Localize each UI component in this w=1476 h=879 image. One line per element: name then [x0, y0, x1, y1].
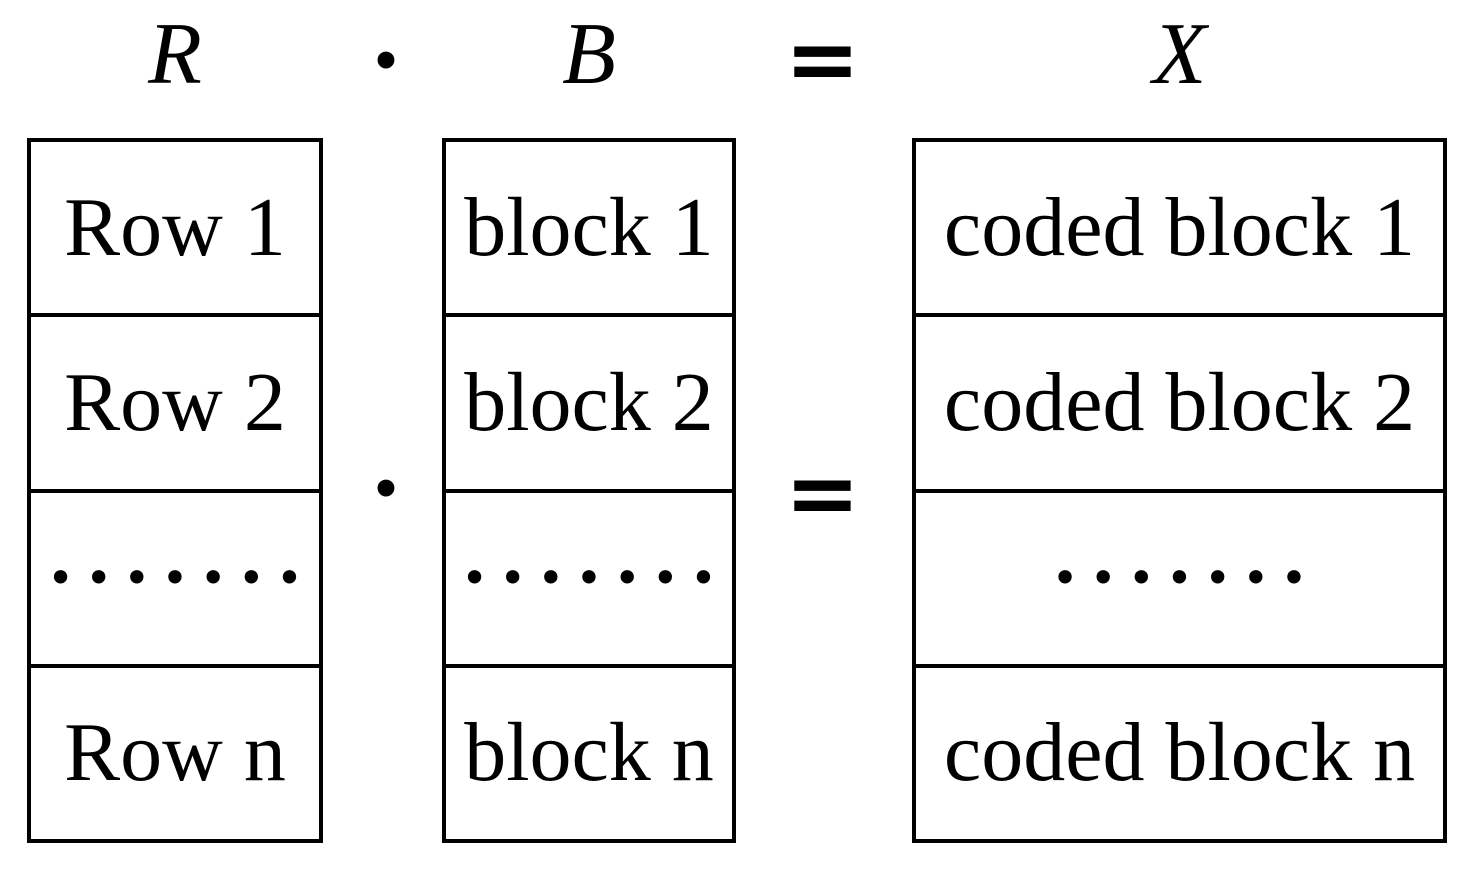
matrix-x-row-n: coded block n — [916, 663, 1443, 839]
equals-operator: = — [784, 441, 861, 546]
matrix-r-ellipsis-row: ••••••• — [31, 488, 319, 664]
matrix-x-table: coded block 1 coded block 2 ••••••• code… — [912, 138, 1447, 843]
matrix-r-row-2: Row 2 — [31, 313, 319, 488]
dot-operator: • — [370, 462, 402, 518]
matrix-x-row-2: coded block 2 — [916, 313, 1443, 488]
matrix-x-ellipsis-row: ••••••• — [916, 488, 1443, 664]
dot-operator-header: • — [370, 34, 402, 90]
matrix-b-ellipsis-row: ••••••• — [446, 488, 732, 664]
matrix-b-header: B — [562, 6, 616, 103]
equals-operator-header: = — [784, 7, 861, 112]
matrix-b-row-2: block 2 — [446, 313, 732, 488]
matrix-b-row-1: block 1 — [464, 180, 714, 274]
matrix-b-row-n: block n — [446, 663, 732, 839]
matrix-r-table: Row 1 Row 2 ••••••• Row n — [27, 138, 323, 843]
matrix-r-row-1: Row 1 — [64, 180, 286, 274]
matrix-r-row-n: Row n — [31, 663, 319, 839]
matrix-r-header: R — [148, 6, 202, 103]
matrix-b-table: block 1 block 2 ••••••• block n — [442, 138, 736, 843]
matrix-x-header: X — [1152, 6, 1207, 103]
matrix-x-row-1: coded block 1 — [943, 180, 1416, 274]
